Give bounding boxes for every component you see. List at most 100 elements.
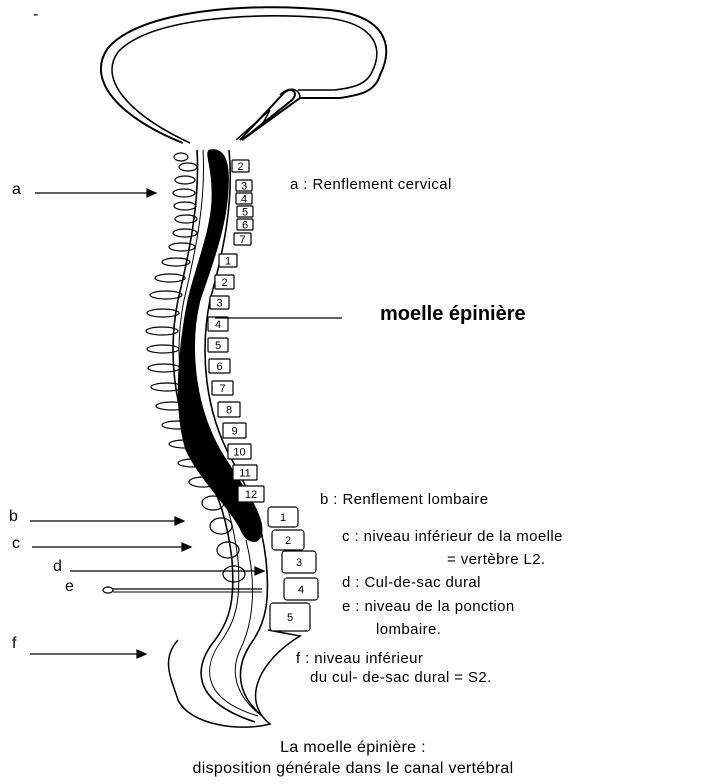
vertebra-number: 5 <box>215 340 221 352</box>
vertebra-number: 5 <box>242 207 248 219</box>
label-c-line2: = vertèbre L2. <box>447 551 546 568</box>
vertebra-number: 4 <box>241 194 247 206</box>
letter-d: d <box>53 558 62 575</box>
vertebra-number: 2 <box>285 535 291 547</box>
vertebra-number: 6 <box>242 220 248 232</box>
vertebra-number: 5 <box>287 612 293 624</box>
arrow-f-head <box>136 649 148 659</box>
vertebra-body <box>218 253 238 268</box>
vertebra-body <box>271 529 305 551</box>
sacrum-outline <box>167 629 303 728</box>
vertebra-number: 8 <box>226 405 232 417</box>
label-d: d : Cul-de-sac dural <box>342 574 481 591</box>
vertebra-body <box>233 232 252 246</box>
vertebra-number: 1 <box>225 256 231 268</box>
spinous-processes <box>145 152 246 583</box>
vertebra-thoracic-12: 12 <box>237 485 265 503</box>
vertebra-cervical-6: 7 <box>233 232 252 246</box>
vertebra-thoracic-1: 1 <box>218 253 238 268</box>
vertebra-thoracic-11: 11 <box>232 464 258 481</box>
vertebra-number: 1 <box>280 512 286 524</box>
vertebra-number: 11 <box>239 468 250 480</box>
vertebra-thoracic-4: 4 <box>207 316 229 332</box>
vertebra-cervical-5: 6 <box>236 218 254 232</box>
vertebra-body <box>236 218 254 231</box>
vertebra-lumbar-1: 1 <box>267 506 299 528</box>
puncture-needle <box>102 586 262 594</box>
diagram-title: moelle épinière <box>380 303 526 325</box>
vertebra-body <box>281 550 317 574</box>
vertebra-thoracic-10: 10 <box>227 443 252 460</box>
label-b: b : Renflement lombaire <box>320 491 489 508</box>
arrow-b-head <box>174 516 186 526</box>
vertebra-cervical-1: 2 <box>231 159 250 173</box>
vertebra-body <box>232 464 258 481</box>
vertebra-thoracic-8: 8 <box>217 401 241 418</box>
label-e-line2: lombaire. <box>376 621 442 638</box>
vertebra-body <box>211 380 234 396</box>
vertebra-thoracic-3: 3 <box>209 295 230 310</box>
vertebra-cervical-4: 5 <box>236 205 254 219</box>
vertebra-body <box>231 159 250 173</box>
letter-b: b <box>9 508 18 525</box>
label-f-line1: f : niveau inférieur <box>296 650 424 667</box>
vertebra-number: 4 <box>215 319 221 331</box>
vertebra-number: 7 <box>239 234 245 246</box>
vertebra-lumbar-3: 3 <box>281 550 317 574</box>
vertebra-cervical-2: 3 <box>235 179 253 193</box>
vertebra-number: 4 <box>298 584 304 596</box>
vertebra-number: 6 <box>216 361 222 373</box>
letter-a: a <box>12 181 21 198</box>
arrow-a-head <box>146 188 158 198</box>
vertebra-thoracic-6: 6 <box>208 358 231 374</box>
vertebra-number: 10 <box>233 447 245 459</box>
vertebra-body <box>222 422 247 439</box>
vertebra-body <box>283 577 319 601</box>
canal-anterior-wall <box>204 149 269 717</box>
vertebra-body <box>236 205 254 218</box>
vertebra-body <box>207 316 229 332</box>
vertebra-body <box>235 179 253 192</box>
vertebra-number: 2 <box>237 161 243 173</box>
label-arrows <box>30 188 342 659</box>
vertebra-body <box>227 443 252 460</box>
vertebra-number: 3 <box>216 298 222 310</box>
vertebra-thoracic-2: 2 <box>214 274 235 290</box>
label-c-line1: c : niveau inférieur de la moelle <box>342 528 563 545</box>
vertebra-lumbar-2: 2 <box>271 529 305 551</box>
vertebra-number: 7 <box>219 383 225 395</box>
vertebra-cervical-3: 4 <box>235 192 253 206</box>
vertebra-thoracic-5: 5 <box>207 337 229 353</box>
vertebra-body <box>209 295 230 310</box>
vertebra-body <box>217 401 241 418</box>
spinal-cord <box>177 149 263 542</box>
vertebra-lumbar-4: 4 <box>283 577 319 601</box>
arrow-c-head <box>181 542 193 552</box>
caption-line1: La moelle épinière : <box>280 739 426 756</box>
label-f-line2: du cul- de-sac dural = S2. <box>310 669 492 686</box>
letter-f: f <box>12 635 17 652</box>
vertebra-thoracic-7: 7 <box>211 380 234 396</box>
vertebra-body <box>269 602 311 632</box>
top-mark: - <box>33 6 39 23</box>
vertebra-number: 2 <box>221 277 227 289</box>
vertebra-body <box>208 358 231 374</box>
vertebra-number: 3 <box>296 557 302 569</box>
vertebra-body <box>235 192 253 205</box>
vertebra-number: 9 <box>231 426 237 438</box>
skull-inner-outline <box>111 15 378 144</box>
vertebra-number: 12 <box>245 489 257 501</box>
filum-terminale <box>234 539 263 717</box>
letter-c: c <box>12 535 20 552</box>
label-e-line1: e : niveau de la ponction <box>342 598 515 615</box>
vertebra-body <box>214 274 235 290</box>
vertebra-number: 3 <box>241 181 247 193</box>
caption-line2: disposition générale dans le canal verté… <box>192 760 514 777</box>
label-a: a : Renflement cervical <box>290 176 452 193</box>
vertebra-body <box>237 485 265 503</box>
letter-e: e <box>65 578 74 595</box>
skull-base <box>235 88 301 141</box>
vertebra-thoracic-9: 9 <box>222 422 247 439</box>
